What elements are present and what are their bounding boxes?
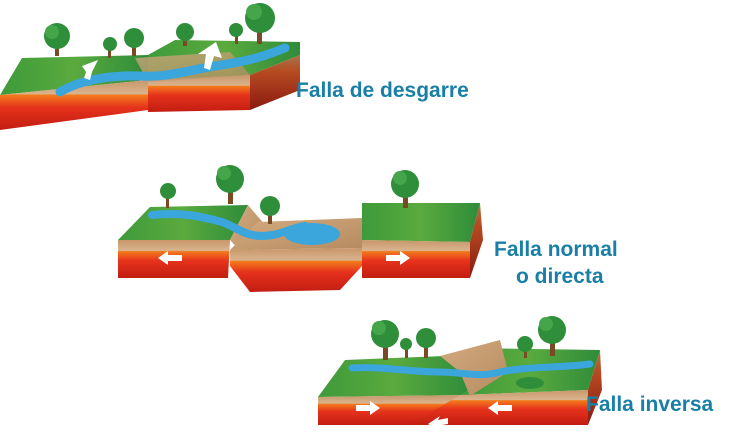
tree-icon bbox=[400, 338, 412, 358]
strike-slip-block bbox=[0, 3, 300, 130]
river-icon bbox=[148, 209, 309, 241]
label-normal-line2: o directa bbox=[516, 265, 604, 288]
arrow-icon bbox=[356, 401, 380, 415]
tree-icon bbox=[517, 336, 533, 358]
label-normal-fault: Falla normal o directa bbox=[494, 236, 618, 290]
arrow-icon bbox=[82, 60, 98, 80]
arrow-icon bbox=[198, 42, 222, 70]
tree-icon bbox=[176, 23, 194, 46]
arrow-icon bbox=[158, 251, 182, 265]
tree-icon bbox=[245, 3, 275, 44]
reverse-right-side bbox=[588, 350, 602, 425]
tree-icon bbox=[416, 328, 436, 358]
bush-icon bbox=[516, 377, 544, 389]
tree-icon bbox=[103, 37, 117, 58]
normal-right-front bbox=[362, 240, 470, 278]
arrow-icon bbox=[386, 251, 410, 265]
normal-mid-front bbox=[230, 248, 362, 292]
normal-right-top bbox=[362, 203, 480, 242]
normal-fault-block bbox=[118, 165, 483, 292]
strike-left-top bbox=[0, 55, 148, 95]
tree-icon bbox=[391, 170, 419, 208]
river-icon bbox=[348, 360, 594, 379]
tree-icon bbox=[260, 196, 280, 224]
label-normal-line1: Falla normal bbox=[494, 238, 618, 261]
tree-icon bbox=[44, 23, 70, 56]
reverse-fault-block bbox=[318, 316, 602, 430]
river-icon bbox=[55, 43, 290, 97]
tree-icon bbox=[229, 23, 243, 44]
arrow-icon bbox=[428, 416, 448, 430]
label-strike-slip-fault: Falla de desgarre bbox=[296, 79, 469, 102]
tree-icon bbox=[160, 183, 176, 208]
arrow-icon bbox=[488, 401, 512, 415]
tree-icon bbox=[538, 316, 566, 356]
strike-right-side bbox=[250, 55, 300, 110]
strike-right-front bbox=[148, 75, 250, 112]
strike-left-front bbox=[0, 80, 148, 130]
normal-right-side bbox=[470, 203, 483, 278]
tree-icon bbox=[124, 28, 144, 56]
tree-icon bbox=[371, 320, 399, 360]
river-icon bbox=[284, 223, 340, 245]
tree-icon bbox=[216, 165, 244, 204]
reverse-fault-soil bbox=[440, 340, 508, 396]
label-reverse-fault: Falla inversa bbox=[586, 393, 714, 416]
